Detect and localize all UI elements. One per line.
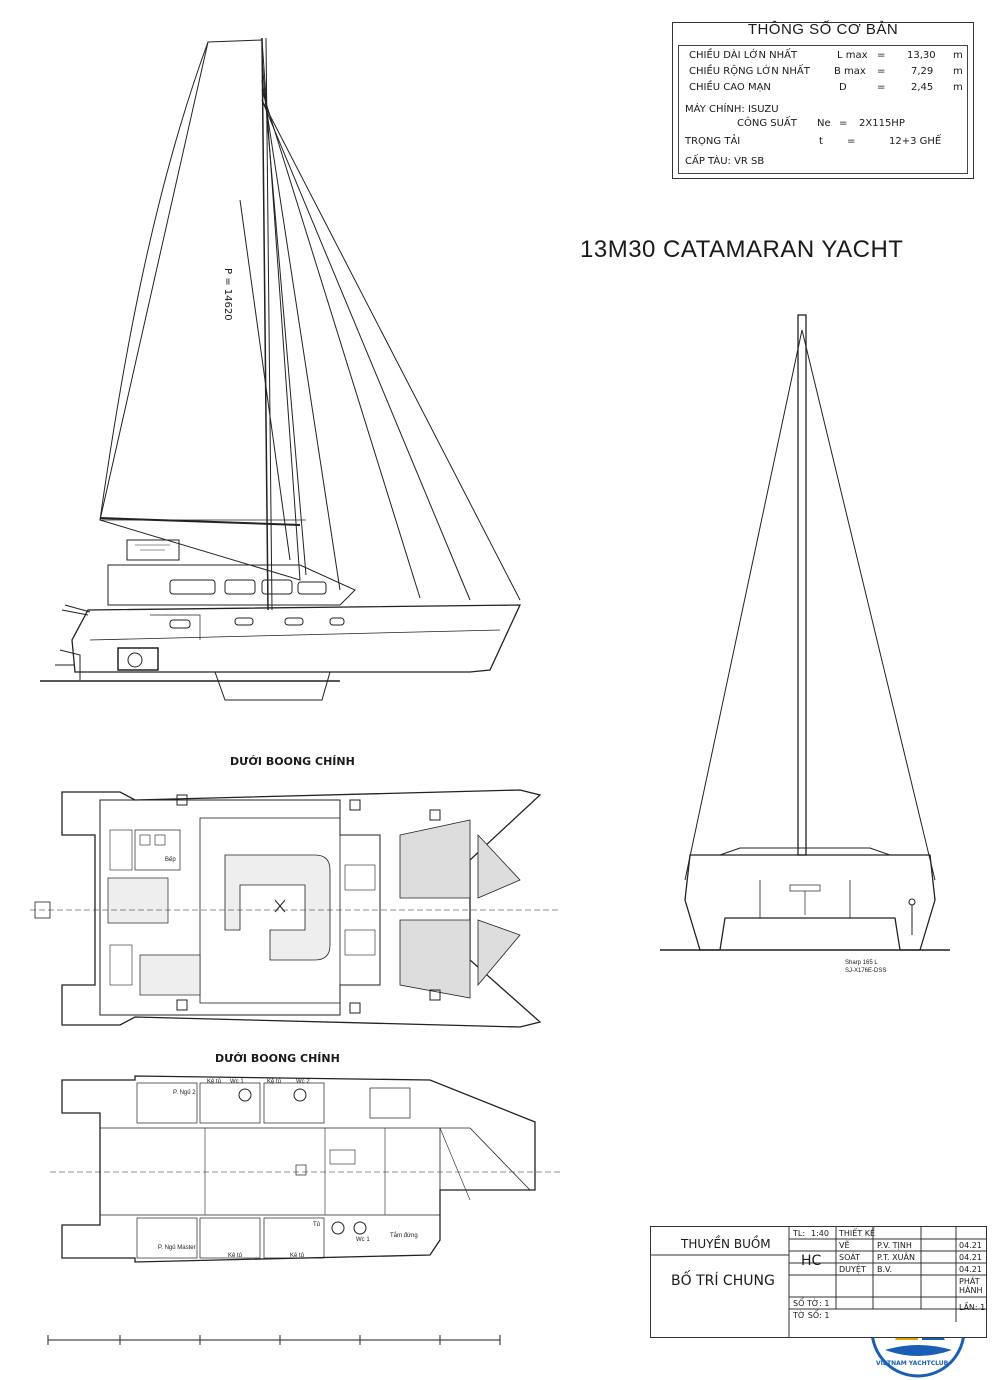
lower-plan-view <box>47 1075 560 1345</box>
deck-plan-view <box>30 789 560 1028</box>
drawer-name: P.V. TỊNH <box>877 1241 912 1250</box>
issue-label: PHÁT HÀNH <box>959 1277 983 1295</box>
front-note-1: Sharp 165 L <box>845 960 878 966</box>
spec-symbol: L max <box>837 50 868 61</box>
load-symbol: t <box>819 136 823 147</box>
spec-unit: m <box>953 82 963 93</box>
sail-dimension-label: P = 14620 <box>222 268 233 321</box>
check-label: SOÁT <box>839 1253 860 1262</box>
load-label: TRỌNG TẢI <box>685 136 741 147</box>
room-label: Tủ <box>313 1222 321 1228</box>
side-profile-view <box>40 37 522 701</box>
front-view <box>660 314 950 951</box>
power-label: CÔNG SUẤT <box>737 118 797 129</box>
spec-symbol: B max <box>834 66 866 77</box>
room-label: Kệ tủ <box>290 1253 305 1259</box>
spec-label: CHIỀU CAO MẠN <box>689 82 771 93</box>
load-eq: = <box>847 136 856 147</box>
room-label: Wc 1 <box>356 1237 370 1243</box>
revision: LẦN: 1 <box>959 1303 986 1312</box>
lower-plan-label: DƯỚI BOONG CHÍNH <box>215 1052 340 1065</box>
room-label: Wc 2 <box>296 1079 310 1085</box>
approver-name: B.V. <box>877 1265 893 1274</box>
front-note-2: SJ-X176E-DSS <box>845 968 887 974</box>
room-label: Kệ tủ <box>267 1079 282 1085</box>
load-value: 12+3 GHẾ <box>889 136 942 147</box>
approve-label: DUYỆT <box>839 1265 866 1274</box>
spec-label: CHIỀU DÀI LỚN NHẤT <box>689 50 798 61</box>
spec-box: CHIỀU DÀI LỚN NHẤT L max = 13,30 m CHIỀU… <box>678 45 968 174</box>
spec-value: 13,30 <box>907 50 936 61</box>
room-label: P. Ngủ Master <box>158 1245 196 1251</box>
checker-name: P.T. XUÂN <box>877 1253 915 1262</box>
room-label: Kệ tủ <box>207 1079 222 1085</box>
power-symbol: Ne <box>817 118 831 129</box>
spec-value: 7,29 <box>911 66 934 77</box>
engine-label: MÁY CHÍNH: ISUZU <box>685 104 779 115</box>
title-block-grid <box>651 1227 986 1337</box>
drawing-name: BỐ TRÍ CHUNG <box>671 1273 775 1289</box>
power-value: 2X115HP <box>859 118 905 129</box>
logo-text: VIETNAM YACHTCLUB <box>876 1360 949 1367</box>
room-label: Bếp <box>165 857 176 863</box>
spec-eq: = <box>877 66 886 77</box>
date-1: 04.21 <box>959 1241 982 1250</box>
title-block: THUYỀN BUỒM BỐ TRÍ CHUNG TL: 1:40 HC THI… <box>650 1226 987 1338</box>
date-3: 04.21 <box>959 1265 982 1274</box>
room-label: P. Ngủ 2 <box>173 1090 196 1096</box>
design-label: THIẾT KẾ <box>839 1229 876 1238</box>
scale-value: 1:40 <box>811 1229 829 1238</box>
class-label: CẤP TÀU: VR SB <box>685 156 765 167</box>
project-name: THUYỀN BUỒM <box>681 1237 771 1251</box>
company-code: HC <box>801 1253 822 1269</box>
spec-eq: = <box>877 50 886 61</box>
sheet-count: SỐ TỜ: 1 <box>793 1299 830 1308</box>
room-label: Kệ tủ <box>228 1253 243 1259</box>
spec-table: THÔNG SỐ CƠ BẢN CHIỀU DÀI LỚN NHẤT L max… <box>672 21 974 179</box>
power-eq: = <box>839 118 848 129</box>
room-label: Tắm đứng <box>390 1233 418 1239</box>
draw-label: VẼ <box>839 1241 850 1250</box>
spec-value: 2,45 <box>911 82 934 93</box>
room-label: Wc 1 <box>230 1079 244 1085</box>
spec-title: THÔNG SỐ CƠ BẢN <box>747 21 899 38</box>
scale-label: TL: <box>793 1229 806 1238</box>
date-2: 04.21 <box>959 1253 982 1262</box>
spec-unit: m <box>953 66 963 77</box>
sheet-number: TỜ SỐ: 1 <box>793 1311 830 1320</box>
spec-symbol: D <box>839 82 847 93</box>
spec-label: CHIỀU RỘNG LỚN NHẤT <box>689 66 810 77</box>
spec-eq: = <box>877 82 886 93</box>
spec-row-length: CHIỀU DÀI LỚN NHẤT <box>689 50 797 61</box>
main-title: 13M30 CATAMARAN YACHT <box>580 236 904 263</box>
spec-unit: m <box>953 50 963 61</box>
deck-plan-label: DƯỚI BOONG CHÍNH <box>230 755 355 768</box>
